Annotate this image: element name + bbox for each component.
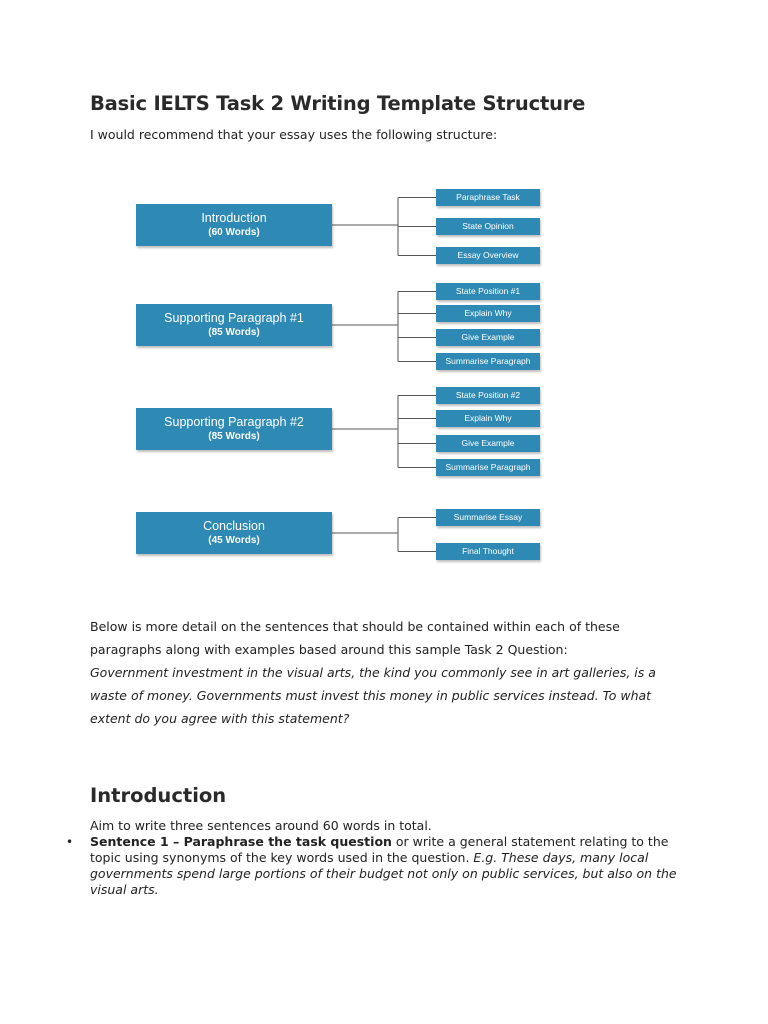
section-box-2: Supporting Paragraph #2 (85 Words)	[136, 408, 332, 450]
section-box-0: Introduction (60 Words)	[136, 204, 332, 246]
step-box: State Opinion	[436, 218, 540, 235]
bullet-example: E.g. These days, many local governments …	[90, 850, 677, 897]
section-box-3: Conclusion (45 Words)	[136, 512, 332, 554]
step-box: Summarise Paragraph	[436, 459, 540, 476]
section-box-word-count: (85 Words)	[208, 431, 260, 442]
section-box-1: Supporting Paragraph #1 (85 Words)	[136, 304, 332, 346]
section-box-word-count: (45 Words)	[208, 535, 260, 546]
step-box: State Position #2	[436, 387, 540, 404]
step-box: Essay Overview	[436, 247, 540, 264]
detail-text: Below is more detail on the sentences th…	[90, 615, 680, 730]
sentence-list: • Sentence 1 – Paraphrase the task quest…	[60, 834, 680, 898]
aim-text: Aim to write three sentences around 60 w…	[90, 818, 432, 833]
bullet-icon: •	[66, 835, 74, 849]
section-box-word-count: (85 Words)	[208, 327, 260, 338]
detail-lead: Below is more detail on the sentences th…	[90, 619, 620, 657]
section-box-word-count: (60 Words)	[208, 227, 260, 238]
step-box: Paraphrase Task	[436, 189, 540, 206]
step-box: Explain Why	[436, 410, 540, 427]
section-box-title: Introduction	[201, 211, 267, 225]
step-box: State Position #1	[436, 283, 540, 300]
section-box-title: Supporting Paragraph #1	[164, 311, 304, 325]
list-item: • Sentence 1 – Paraphrase the task quest…	[60, 834, 680, 898]
page-title: Basic IELTS Task 2 Writing Template Stru…	[90, 92, 586, 115]
step-box: Summarise Essay	[436, 509, 540, 526]
diagram-connector-lines	[332, 197, 436, 552]
step-box: Final Thought	[436, 543, 540, 560]
sample-question: Government investment in the visual arts…	[90, 665, 656, 726]
step-box: Explain Why	[436, 305, 540, 322]
bullet-text: or write a general statement relating to…	[90, 834, 669, 865]
step-box: Summarise Paragraph	[436, 353, 540, 370]
step-box: Give Example	[436, 435, 540, 452]
section-heading-introduction: Introduction	[90, 784, 227, 807]
intro-line: I would recommend that your essay uses t…	[90, 127, 498, 142]
step-box: Give Example	[436, 329, 540, 346]
section-box-title: Supporting Paragraph #2	[164, 415, 304, 429]
bullet-lead: Sentence 1 – Paraphrase the task questio…	[90, 834, 392, 849]
section-box-title: Conclusion	[203, 519, 265, 533]
